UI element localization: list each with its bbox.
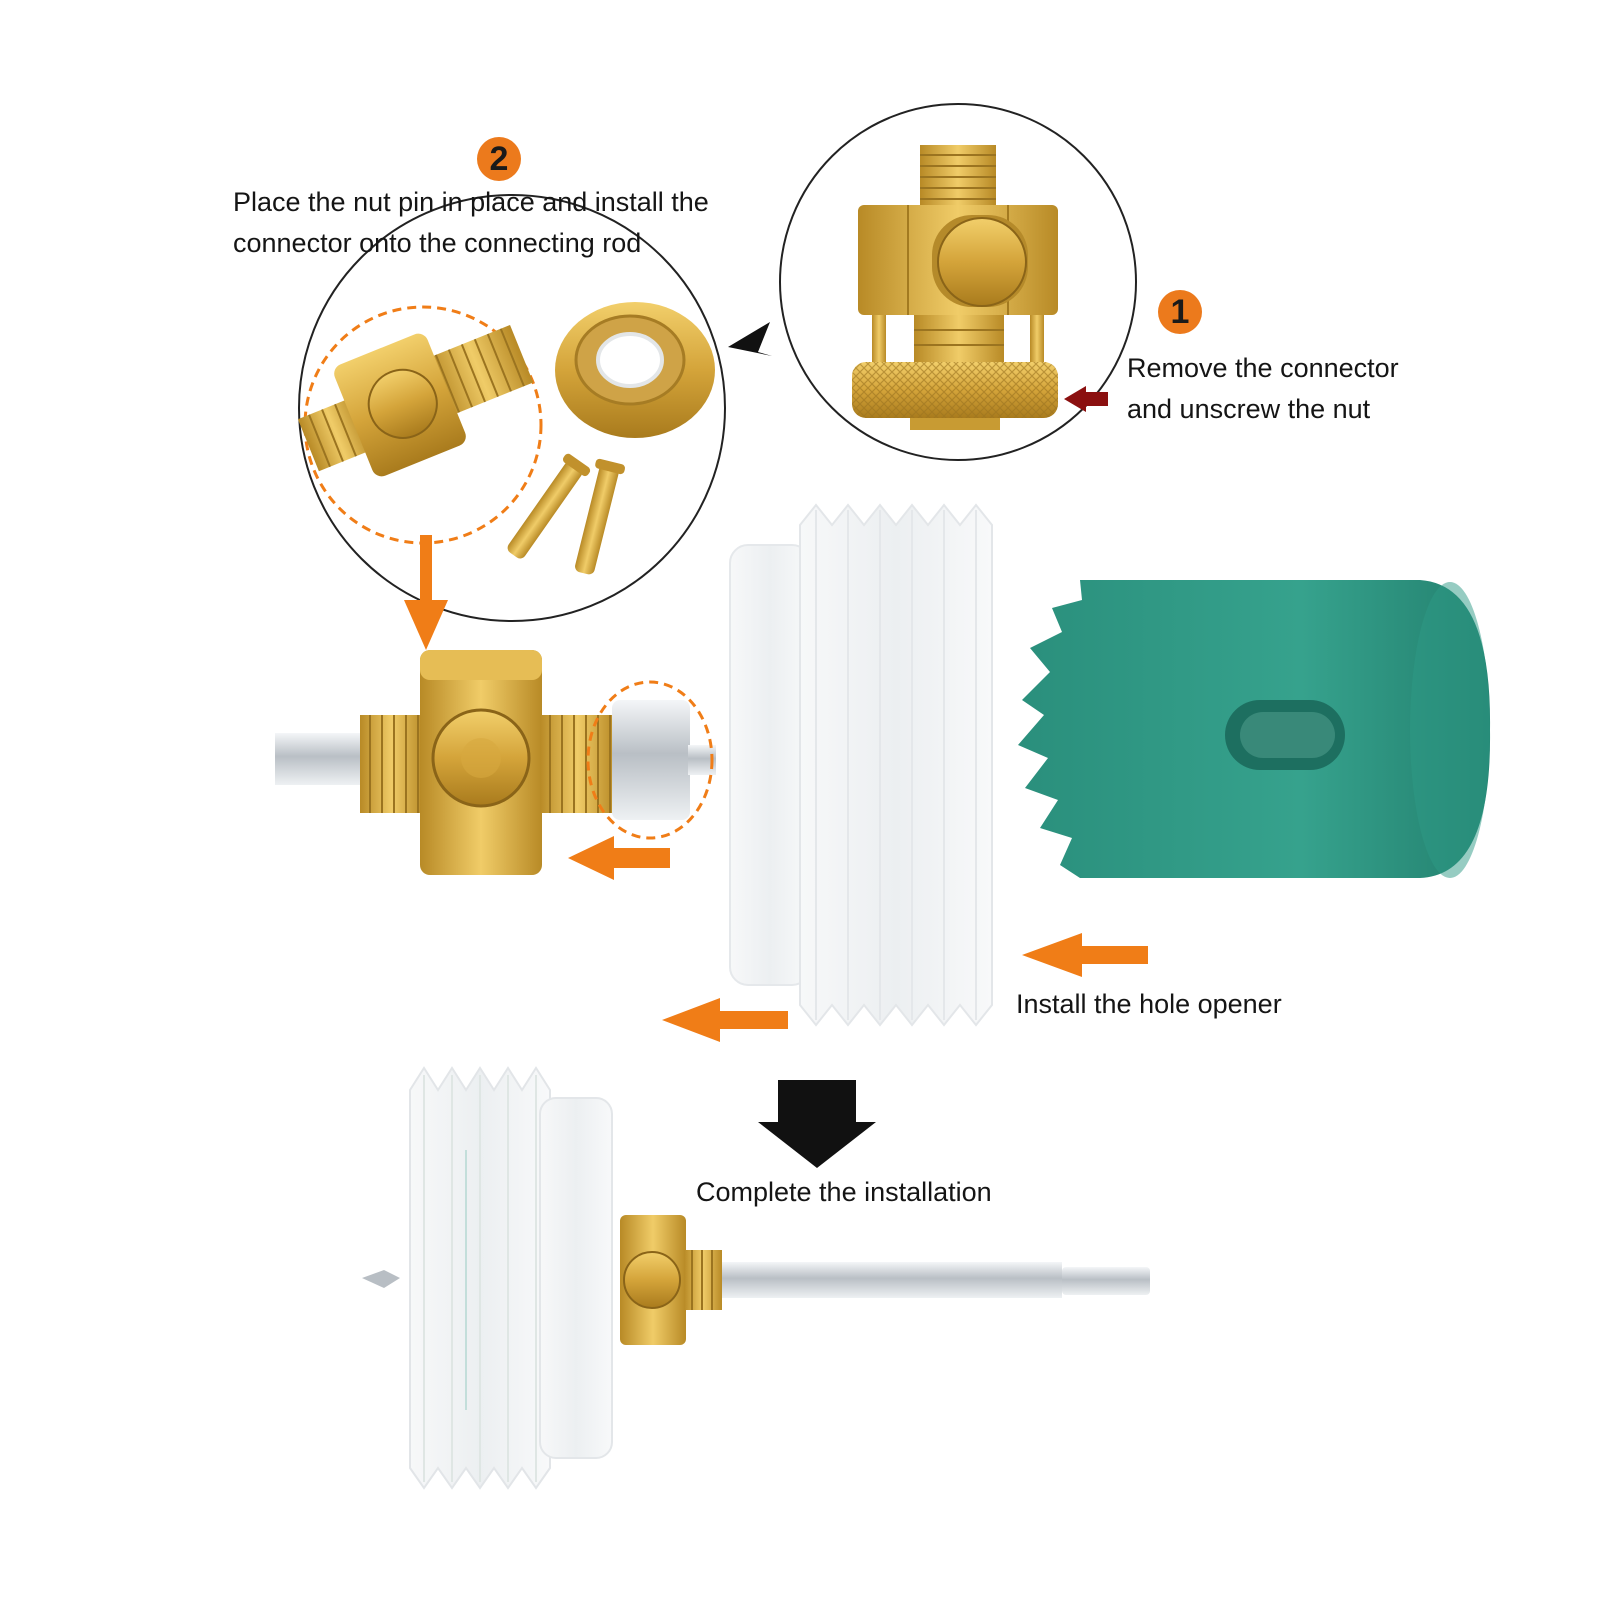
step-1-line-1: Remove the connector xyxy=(1127,353,1399,383)
black-pointer-triangle-icon xyxy=(728,322,772,356)
complete-installation-caption: Complete the installation xyxy=(696,1177,992,1207)
install-hole-opener-caption: Install the hole opener xyxy=(1016,989,1282,1019)
middle-assembly xyxy=(275,650,716,875)
orange-arrow-icon xyxy=(404,535,448,650)
hole-saw xyxy=(1018,580,1491,878)
step-2-line-2: connector onto the connecting rod xyxy=(233,228,642,258)
completed-assembly xyxy=(362,1066,1150,1490)
step-2-badge: 2 xyxy=(477,137,521,181)
orange-arrow-icon xyxy=(1022,933,1148,977)
step-2-text: Place the nut pin in place and install t… xyxy=(233,182,709,264)
black-down-arrow-icon xyxy=(758,1080,876,1168)
dark-red-arrow-icon xyxy=(1064,386,1108,412)
orange-arrow-icon xyxy=(568,836,670,880)
step-1-detail-circle xyxy=(779,103,1137,461)
step-1-badge: 1 xyxy=(1158,290,1202,334)
step-2-detail-circle xyxy=(297,194,726,622)
dust-cover-middle xyxy=(729,503,993,1027)
step-2-number: 2 xyxy=(489,139,509,178)
step-1-line-2: and unscrew the nut xyxy=(1127,394,1371,424)
step-2-line-1: Place the nut pin in place and install t… xyxy=(233,187,709,217)
step-1-number: 1 xyxy=(1170,292,1190,331)
orange-arrow-icon xyxy=(662,998,788,1042)
step-1-text: Remove the connector and unscrew the nut xyxy=(1127,348,1399,430)
